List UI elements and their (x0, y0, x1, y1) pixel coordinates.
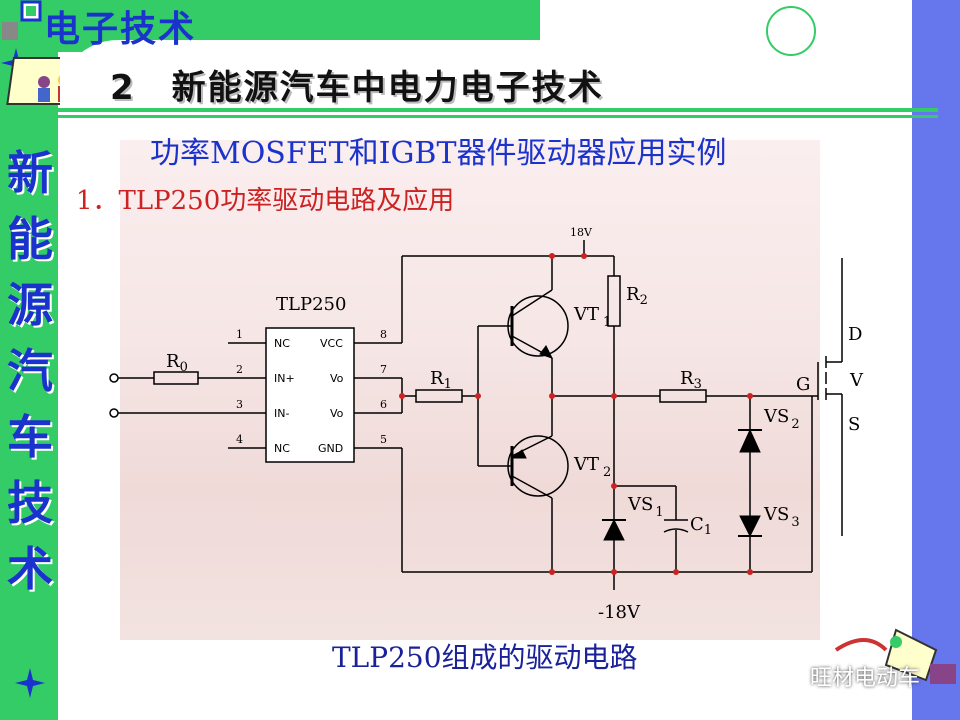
left-sidebar (0, 0, 58, 720)
pin-number: 4 (236, 433, 243, 446)
figure-caption: TLP250组成的驱动电路 (332, 641, 638, 674)
presentation-icon (6, 57, 60, 105)
star-icon (15, 668, 45, 698)
supply-negative: -18V (598, 602, 641, 623)
decor-circle (766, 6, 816, 56)
vertical-title-char: 术 (7, 542, 53, 596)
vertical-title-char: 车 (7, 410, 53, 464)
pin-number: 3 (236, 398, 243, 411)
vertical-title-char: 技 (7, 476, 53, 530)
vertical-title-char: 能 (7, 212, 53, 266)
slide-subtitle: 功率MOSFET和IGBT器件驱动器应用实例 (150, 136, 727, 171)
pin-name: VCC (320, 337, 343, 350)
pin-name: IN+ (274, 372, 295, 385)
pin-number: 2 (236, 363, 243, 376)
vertical-title-char: 新 (7, 146, 53, 200)
pin-number: 7 (380, 363, 387, 376)
corner-decoration (834, 628, 956, 684)
watermark-text: 旺材电动车 (810, 666, 921, 691)
vertical-title-char: 源 (7, 278, 53, 332)
label-mosfet-s: S (848, 414, 860, 435)
pin-number: 8 (380, 328, 387, 341)
label-mosfet-g: G (796, 374, 810, 395)
label-c1: C1 (690, 514, 712, 538)
label-mosfet-v: V (849, 370, 864, 391)
sidebar-decorations (1, 0, 60, 698)
supply-positive: 18V (570, 226, 593, 239)
pin-name: Vo (330, 372, 344, 385)
label-r2: R2 (626, 284, 648, 308)
header-curve (58, 40, 912, 120)
label-mosfet-d: D (848, 324, 862, 345)
transistor-vt2 (507, 435, 569, 497)
resistor-r1 (415, 389, 463, 403)
pin-name: GND (318, 442, 343, 455)
pin-name: NC (274, 442, 290, 455)
vertical-title-char: 汽 (7, 344, 53, 398)
vertical-title: 新 能 源 汽 车 技 术 (2, 140, 58, 602)
pin-name: IN- (274, 407, 289, 420)
right-bar (912, 0, 960, 720)
section-title: 2 新能源汽车中电力电子技术 (110, 68, 604, 108)
resistor-r0 (153, 371, 199, 385)
slide-item: 1．TLP250功率驱动电路及应用 (76, 186, 455, 216)
pin-number: 5 (380, 433, 387, 446)
label-r1: R1 (430, 368, 452, 392)
transistor-vt1 (507, 295, 569, 357)
header-divider (58, 115, 938, 118)
pin-name: Vo (330, 407, 344, 420)
label-r0: R0 (166, 351, 188, 375)
course-title: 电子技术 (44, 8, 197, 50)
pin-number: 6 (380, 398, 387, 411)
ic-name: TLP250 (276, 294, 346, 315)
header-divider (58, 108, 938, 112)
pin-name: NC (274, 337, 290, 350)
ic-box (265, 327, 355, 463)
pin-number: 1 (236, 328, 243, 341)
label-r3: R3 (680, 368, 702, 392)
